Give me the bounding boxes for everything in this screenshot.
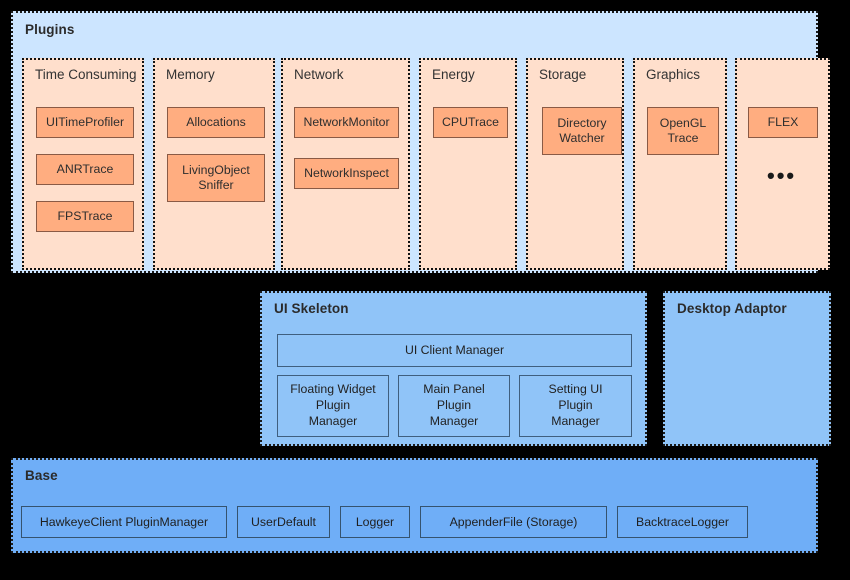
plugin-box-allocations[interactable]: Allocations: [167, 107, 265, 138]
base-box-hawkeyeclient-pluginmanager[interactable]: HawkeyeClient PluginManager: [21, 506, 227, 538]
plugin-column-other: FLEX •••: [735, 58, 830, 270]
plugin-box-networkinspect[interactable]: NetworkInspect: [294, 158, 399, 189]
plugin-box-flex[interactable]: FLEX: [748, 107, 818, 138]
plugin-box-anrtrace[interactable]: ANRTrace: [36, 154, 134, 185]
plugins-more-ellipsis: •••: [767, 163, 797, 188]
base-box-userdefault[interactable]: UserDefault: [237, 506, 330, 538]
desktop-adaptor-section: Desktop Adaptor: [663, 291, 831, 446]
plugin-column-title: Graphics: [646, 67, 701, 82]
ui-skeleton-title: UI Skeleton: [274, 301, 349, 316]
plugin-column-network: Network NetworkMonitor NetworkInspect: [281, 58, 410, 270]
plugin-column-energy: Energy CPUTrace: [419, 58, 517, 270]
plugin-box-uitimeprofiler[interactable]: UITimeProfiler: [36, 107, 134, 138]
base-box-logger[interactable]: Logger: [340, 506, 410, 538]
base-title: Base: [25, 468, 58, 483]
ui-client-manager-box[interactable]: UI Client Manager: [277, 334, 632, 367]
ui-skeleton-section: UI Skeleton UI Client Manager Floating W…: [260, 291, 647, 446]
base-box-appenderfile-storage[interactable]: AppenderFile (Storage): [420, 506, 607, 538]
plugin-column-time-consuming: Time Consuming UITimeProfiler ANRTrace F…: [22, 58, 144, 270]
desktop-adaptor-title: Desktop Adaptor: [677, 301, 787, 316]
base-section: Base HawkeyeClient PluginManager UserDef…: [11, 458, 818, 553]
plugin-column-title: Energy: [432, 67, 475, 82]
base-box-backtracelogger[interactable]: BacktraceLogger: [617, 506, 748, 538]
plugin-box-fpstrace[interactable]: FPSTrace: [36, 201, 134, 232]
plugin-box-cputrace[interactable]: CPUTrace: [433, 107, 508, 138]
plugin-box-networkmonitor[interactable]: NetworkMonitor: [294, 107, 399, 138]
plugin-column-title: Memory: [166, 67, 215, 82]
plugin-column-title: Network: [294, 67, 344, 82]
plugin-column-title: Storage: [539, 67, 587, 82]
plugin-column-title: Time Consuming: [35, 67, 137, 82]
plugins-section-title: Plugins: [25, 22, 75, 37]
